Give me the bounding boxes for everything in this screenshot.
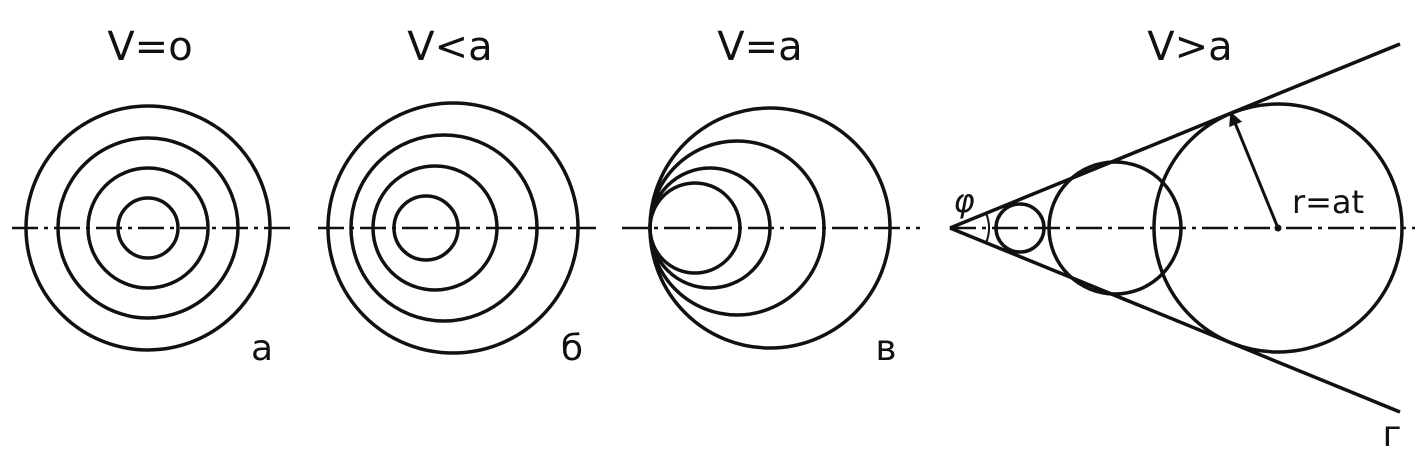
panel-b-front-2 xyxy=(371,164,499,292)
panel-c: V=a в xyxy=(622,24,920,369)
panel-d: V>a φ r=at г xyxy=(949,24,1415,455)
cone-angle-arc xyxy=(985,212,990,244)
panel-a-letter: a xyxy=(251,328,273,369)
panel-a-front-1 xyxy=(116,196,180,260)
panel-a-front-2 xyxy=(86,166,210,290)
panel-d-front-1 xyxy=(994,202,1046,254)
mach-cone-upper-line xyxy=(949,42,1401,230)
panel-d-title: V>a xyxy=(1147,24,1232,70)
panel-a-front-4 xyxy=(24,104,272,352)
panel-d-letter: г xyxy=(1383,414,1402,455)
panel-b: V<a б xyxy=(318,24,600,369)
panel-d-front-2 xyxy=(1047,160,1183,296)
panel-b-title: V<a xyxy=(407,24,492,70)
radius-arrow xyxy=(1229,111,1280,229)
radius-label: r=at xyxy=(1292,183,1364,221)
panel-b-front-1 xyxy=(392,194,460,262)
panel-c-title: V=a xyxy=(717,24,802,70)
panel-b-letter: б xyxy=(561,328,583,369)
panel-b-front-3 xyxy=(349,133,539,323)
panel-a: V=o a xyxy=(12,24,292,369)
panel-c-letter: в xyxy=(875,328,896,369)
panel-a-front-3 xyxy=(56,136,240,320)
panel-a-title: V=o xyxy=(107,24,192,70)
cone-angle-label: φ xyxy=(953,182,974,220)
panel-d-front-3 xyxy=(1152,102,1404,354)
mach-cone-lower-line xyxy=(949,226,1401,414)
panel-b-front-4 xyxy=(326,101,580,355)
panel-c-front-4 xyxy=(648,106,892,350)
